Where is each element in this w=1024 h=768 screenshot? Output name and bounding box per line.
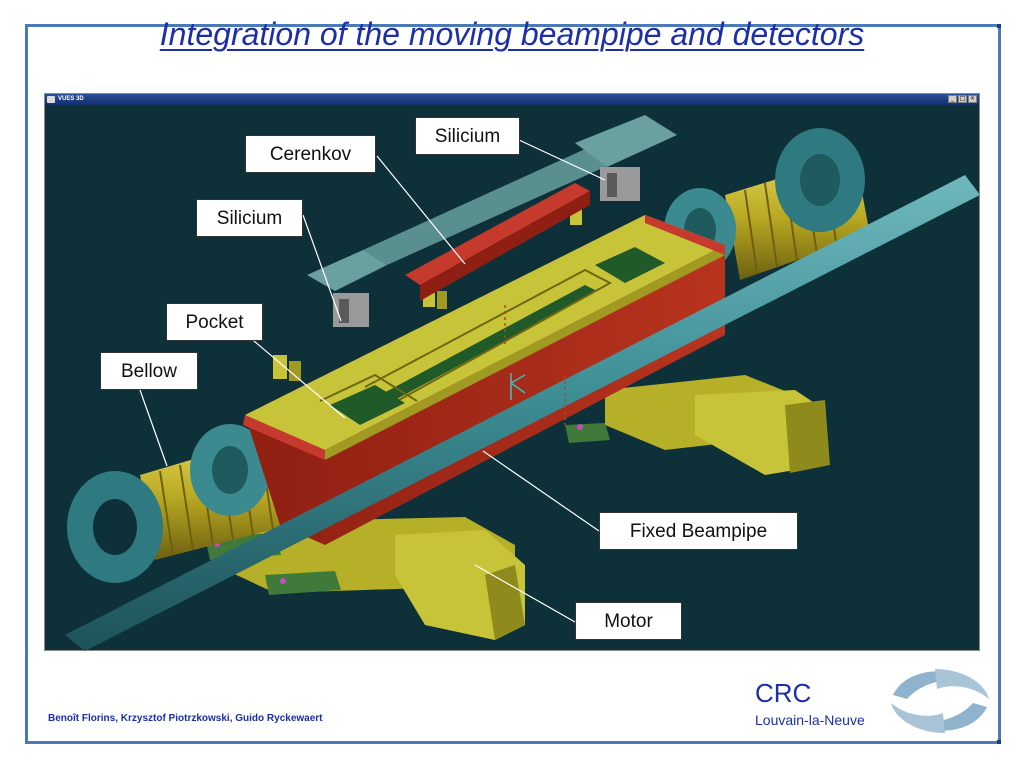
- flange-left-inner[interactable]: [190, 424, 270, 516]
- callout-pocket: Pocket: [166, 303, 263, 341]
- flange-left-outer[interactable]: [67, 471, 163, 583]
- window-controls: _ □ ×: [948, 95, 977, 103]
- fixed-beampipe[interactable]: [65, 175, 979, 651]
- frame-corner-dot: [997, 740, 1001, 744]
- cerenkov-detector[interactable]: [405, 183, 590, 301]
- motor-right[interactable]: [565, 375, 830, 475]
- silicium-plate-left[interactable]: [307, 250, 387, 327]
- org-name: CRC: [755, 678, 812, 708]
- viewer-window-title: VUES 3D: [58, 96, 84, 102]
- org-city: Louvain-la-Neuve: [755, 712, 865, 728]
- silicium-plate-top[interactable]: [575, 115, 677, 201]
- pocket-right[interactable]: [595, 247, 665, 283]
- callout-cerenkov: Cerenkov: [245, 135, 376, 173]
- pocket-left[interactable]: [319, 373, 418, 425]
- axis-triad: [504, 305, 566, 425]
- callout-silicium-top: Silicium: [415, 117, 520, 155]
- slide-title: Integration of the moving beampipe and d…: [159, 16, 865, 52]
- flange-right-outer[interactable]: [775, 128, 865, 232]
- viewer-window[interactable]: VUES 3D _ □ ×: [44, 93, 980, 651]
- motor-lower[interactable]: [205, 517, 525, 640]
- callout-silicium-left: Silicium: [196, 199, 303, 237]
- maximize-button[interactable]: □: [958, 95, 967, 103]
- detector-support-plate[interactable]: [363, 140, 627, 265]
- viewer-titlebar[interactable]: VUES 3D _ □ ×: [45, 94, 979, 105]
- beam-slot: [364, 268, 613, 406]
- callout-bellow: Bellow: [100, 352, 198, 390]
- close-button[interactable]: ×: [968, 95, 977, 103]
- frame-corner-dot: [997, 24, 1001, 28]
- callout-fixed-beampipe: Fixed Beampipe: [599, 512, 798, 550]
- footer-authors: Benoît Florins, Krzysztof Piotrzkowski, …: [48, 713, 323, 724]
- callout-motor: Motor: [575, 602, 682, 640]
- callout-connectors: [139, 139, 606, 623]
- minimize-button[interactable]: _: [948, 95, 957, 103]
- 3d-viewport[interactable]: [45, 105, 979, 651]
- crc-logo-mark: [891, 669, 989, 733]
- window-app-icon[interactable]: [47, 96, 55, 103]
